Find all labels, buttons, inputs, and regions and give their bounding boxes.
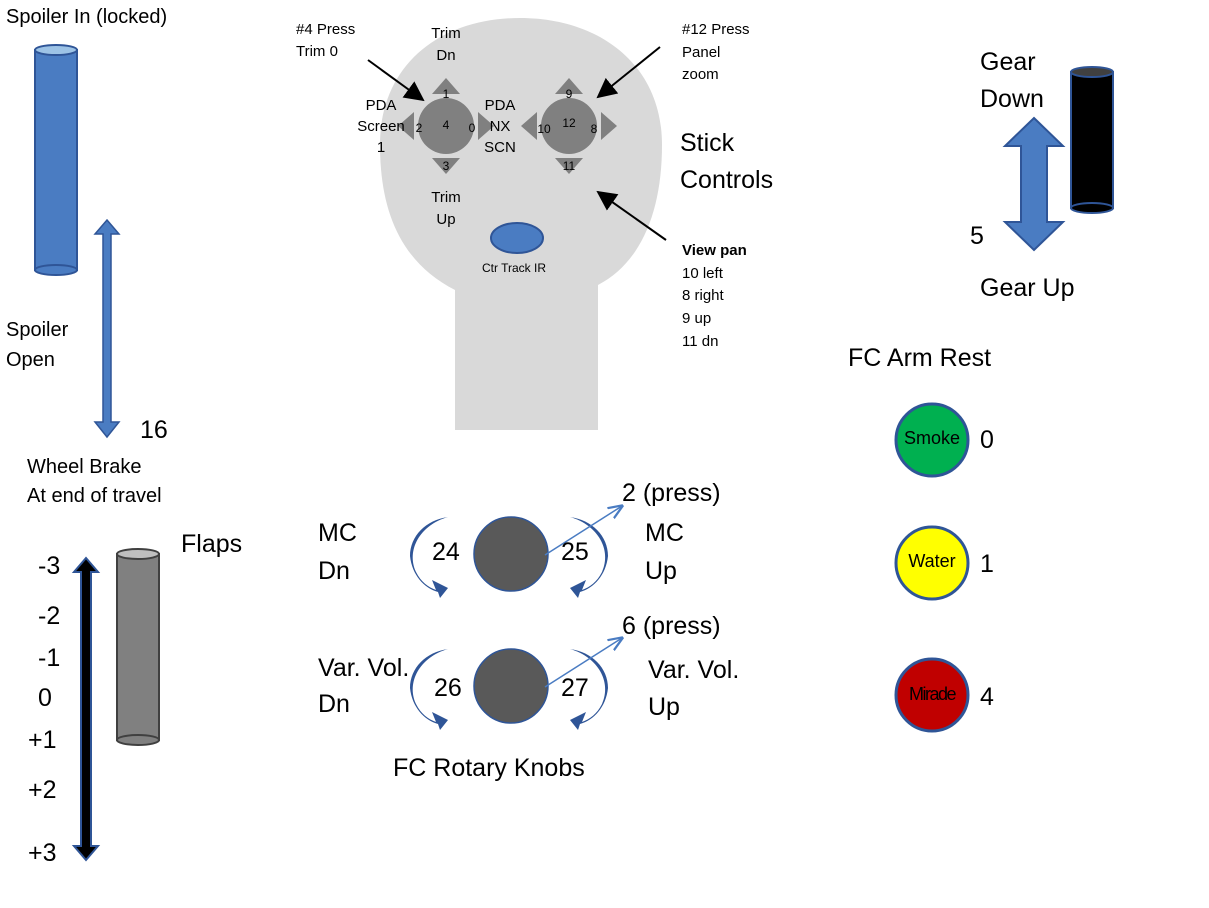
wheel-brake-label-2: At end of travel <box>27 485 162 507</box>
mc-dn-number: 24 <box>432 538 460 566</box>
view-pan-title: View pan <box>682 242 747 259</box>
right-hat-down-number: 11 <box>562 159 576 173</box>
flap-position: 0 <box>38 684 52 712</box>
view-pan-line: 10 left <box>682 265 723 282</box>
pda-nx-label-3: SCN <box>484 139 516 156</box>
flap-position: +1 <box>28 726 57 754</box>
zoom-note-1: #12 Press <box>682 21 750 38</box>
view-pan-line: 11 dn <box>682 333 719 350</box>
zoom-note-3: zoom <box>682 66 719 83</box>
gear-down-label-1: Gear <box>980 48 1036 76</box>
pda-screen-label-2: Screen <box>357 118 405 135</box>
viewpan-callout-arrow <box>596 190 667 241</box>
left-hat-down-number: 3 <box>442 159 450 173</box>
pda-nx-label-1: PDA <box>484 97 516 114</box>
flaps-travel-arrow <box>71 556 101 862</box>
spoiler-lever <box>34 44 78 276</box>
mc-dn-label-2: Dn <box>318 557 350 585</box>
trim-up-label-2: Up <box>436 211 456 228</box>
mc-up-number: 25 <box>561 538 589 566</box>
vol-up-number: 27 <box>561 674 589 702</box>
mc-up-label-1: MC <box>645 519 684 547</box>
rotary-knobs-title: FC Rotary Knobs <box>393 754 585 782</box>
stick-controls-title-1: Stick <box>680 129 735 157</box>
right-hat-left-number: 10 <box>537 122 551 136</box>
vol-dn-rotate-arrow <box>410 649 448 730</box>
left-hat-center-number: 4 <box>442 118 450 132</box>
flaps-lever <box>116 548 160 746</box>
armrest-title: FC Arm Rest <box>848 344 992 372</box>
water-button <box>894 525 970 601</box>
flap-position: +3 <box>28 839 57 867</box>
smoke-button-number: 0 <box>980 426 994 454</box>
mc-dn-label-1: MC <box>318 519 357 547</box>
mirade-button-number: 4 <box>980 683 994 711</box>
center-track-button <box>490 222 544 254</box>
left-hat-up-number: 1 <box>442 87 450 101</box>
flap-position: -2 <box>38 602 61 630</box>
right-hat-center-number: 12 <box>562 116 576 130</box>
pda-screen-label-3: 1 <box>376 139 386 156</box>
vol-up-label-1: Var. Vol. <box>648 656 740 684</box>
water-button-label: Water <box>908 551 956 571</box>
mc-press-label: 2 (press) <box>622 479 721 507</box>
gear-up-label: Gear Up <box>980 274 1075 302</box>
spoiler-travel-arrow <box>93 218 121 439</box>
view-pan-line: 8 right <box>682 287 724 304</box>
right-hat-up-number: 9 <box>565 87 573 101</box>
pda-nx-label-2: NX <box>489 118 511 135</box>
ctr-track-label: Ctr Track IR <box>482 261 547 275</box>
gear-travel-arrow <box>1002 116 1066 252</box>
left-hat-right-number: 0 <box>468 121 476 135</box>
smoke-button <box>894 402 970 478</box>
water-button-number: 1 <box>980 550 994 578</box>
smoke-button-label: Smoke <box>903 428 961 448</box>
flap-position: -3 <box>38 552 61 580</box>
mc-dn-rotate-arrow <box>410 517 448 598</box>
vol-press-arrow <box>544 638 622 688</box>
spoiler-locked-label: Spoiler In (locked) <box>6 6 168 28</box>
trim-dn-label-2: Dn <box>436 47 456 64</box>
mc-up-label-2: Up <box>645 557 677 585</box>
zoom-note-2: Panel <box>682 44 721 61</box>
pda-screen-label-1: PDA <box>365 97 397 114</box>
trim-dn-label-1: Trim <box>431 25 461 42</box>
spoiler-open-label-1: Spoiler <box>6 319 69 341</box>
mirade-button <box>894 657 970 733</box>
zoom-callout-arrow <box>596 46 661 99</box>
vol-dn-label-2: Dn <box>318 690 350 718</box>
stick-controls-title-2: Controls <box>680 166 774 194</box>
vol-up-rotate-arrow <box>570 649 608 730</box>
gear-number: 5 <box>970 222 984 250</box>
vol-dn-number: 26 <box>434 674 462 702</box>
right-hat-right-number: 8 <box>590 122 598 136</box>
flap-position: +2 <box>28 776 57 804</box>
trim-up-label-1: Trim <box>431 189 461 206</box>
trim0-note-1: #4 Press <box>296 21 356 38</box>
right-hat-switch <box>521 78 617 174</box>
vol-press-label: 6 (press) <box>622 612 721 640</box>
left-hat-switch <box>398 78 494 174</box>
flaps-title: Flaps <box>181 530 243 558</box>
view-pan-line: 9 up <box>682 310 712 327</box>
left-hat-left-number: 2 <box>415 121 423 135</box>
gear-down-label-2: Down <box>980 85 1044 113</box>
mc-press-arrow <box>544 506 622 556</box>
flap-position: -1 <box>38 644 61 672</box>
gear-lever <box>1070 66 1114 214</box>
vol-up-label-2: Up <box>648 693 680 721</box>
wheel-brake-label-1: Wheel Brake <box>27 456 142 478</box>
mirade-button-label: Mirade <box>908 684 957 704</box>
mc-up-rotate-arrow <box>570 517 608 598</box>
vol-dn-label-1: Var. Vol. <box>318 654 410 682</box>
spoiler-axis-number: 16 <box>140 416 168 444</box>
trim0-callout-arrow <box>367 59 425 102</box>
spoiler-open-label-2: Open <box>6 349 55 371</box>
mc-knob <box>473 516 549 592</box>
trim0-note-2: Trim 0 <box>296 43 338 60</box>
vol-knob <box>473 648 549 724</box>
